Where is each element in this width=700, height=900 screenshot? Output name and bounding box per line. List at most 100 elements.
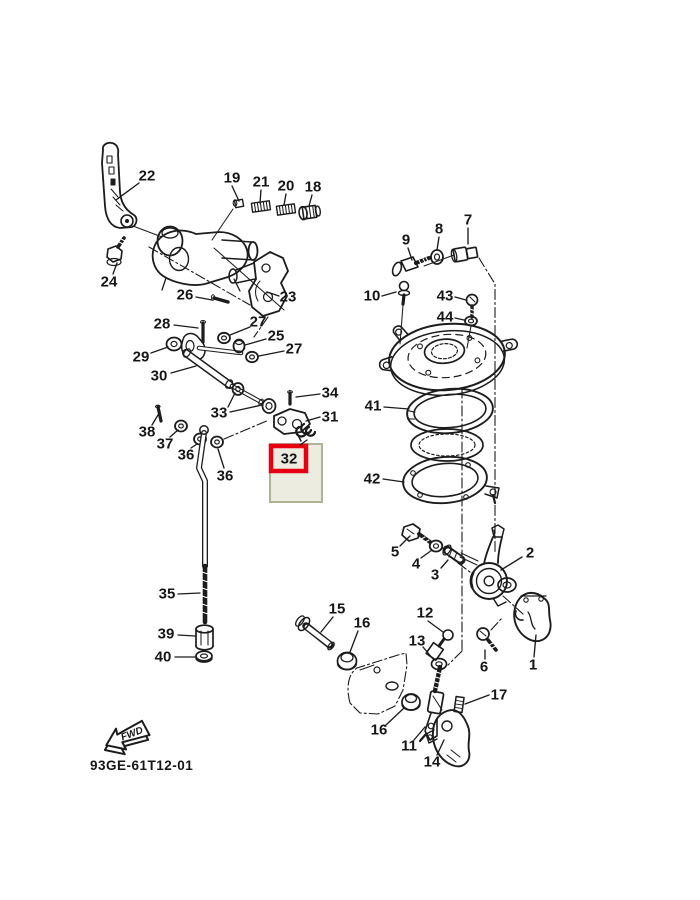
part-label-5[interactable]: 5 xyxy=(391,544,399,561)
part-label-34[interactable]: 34 xyxy=(322,385,339,402)
part-label-38[interactable]: 38 xyxy=(139,424,156,441)
leader-line-35 xyxy=(177,592,201,595)
part-label-39[interactable]: 39 xyxy=(158,626,175,643)
part-label-29[interactable]: 29 xyxy=(133,349,150,366)
part-label-20[interactable]: 20 xyxy=(278,178,295,195)
leader-line-27 xyxy=(229,326,251,336)
part-shape-16b xyxy=(401,693,421,711)
drawing-part-code: 93GE-61T12-01 xyxy=(90,758,193,773)
part-label-26[interactable]: 26 xyxy=(177,287,194,304)
part-label-10[interactable]: 10 xyxy=(364,288,381,305)
part-label-1[interactable]: 1 xyxy=(529,657,537,674)
centerline xyxy=(447,387,463,666)
part-label-28[interactable]: 28 xyxy=(154,316,171,333)
part-label-27[interactable]: 27 xyxy=(286,341,303,358)
part-shape-39 xyxy=(195,624,214,651)
part-label-42[interactable]: 42 xyxy=(364,471,381,488)
part-label-13[interactable]: 13 xyxy=(409,633,426,650)
part-label-36[interactable]: 36 xyxy=(217,468,234,485)
part-label-43[interactable]: 43 xyxy=(437,288,454,305)
fwd-arrow: FWD xyxy=(103,719,151,756)
part-shape-3 xyxy=(442,544,479,573)
leader-line-16 xyxy=(349,630,359,653)
part-label-12[interactable]: 12 xyxy=(417,605,434,622)
part-shape-17 xyxy=(453,695,465,714)
part-label-40[interactable]: 40 xyxy=(155,649,172,666)
part-label-15[interactable]: 15 xyxy=(329,601,346,618)
part-label-8[interactable]: 8 xyxy=(435,221,443,238)
leader-line-43 xyxy=(454,296,467,301)
part-shape-32-spring xyxy=(295,422,317,438)
part-shape-18 xyxy=(298,204,322,221)
part-label-9[interactable]: 9 xyxy=(402,232,410,249)
part-label-22[interactable]: 22 xyxy=(139,168,156,185)
part-shape-24 xyxy=(106,236,126,267)
leader-line-2 xyxy=(500,556,523,571)
leader-line-21 xyxy=(259,189,262,204)
leader-line-33 xyxy=(229,404,263,413)
part-shape-35 xyxy=(196,425,209,625)
diagram-line-art xyxy=(101,141,552,768)
leader-line-34 xyxy=(295,393,321,398)
leader-line-25 xyxy=(244,338,267,346)
leader-line-36 xyxy=(190,443,198,449)
part-label-7[interactable]: 7 xyxy=(464,212,472,229)
part-label-23[interactable]: 23 xyxy=(280,289,297,306)
part-label-30[interactable]: 30 xyxy=(151,368,168,385)
leader-line-10 xyxy=(381,291,397,297)
leader-line-36 xyxy=(217,448,225,469)
part-label-19[interactable]: 19 xyxy=(224,170,241,187)
leader-line-22 xyxy=(115,182,140,201)
part-label-31[interactable]: 31 xyxy=(322,409,339,426)
part-label-21[interactable]: 21 xyxy=(253,174,270,191)
part-label-17[interactable]: 17 xyxy=(491,687,508,704)
part-label-25[interactable]: 25 xyxy=(268,328,285,345)
part-label-16[interactable]: 16 xyxy=(371,722,388,739)
leader-line-42 xyxy=(382,478,405,483)
part-label-32-selected[interactable]: 32 xyxy=(281,451,298,468)
part-label-11[interactable]: 11 xyxy=(401,738,417,755)
part-label-18[interactable]: 18 xyxy=(305,179,322,196)
selected-part-box[interactable] xyxy=(268,443,309,474)
part-shape-40 xyxy=(195,650,213,663)
part-label-6[interactable]: 6 xyxy=(480,659,488,676)
part-shape-11 xyxy=(418,664,445,743)
part-label-16[interactable]: 16 xyxy=(354,615,371,632)
part-label-3[interactable]: 3 xyxy=(431,567,439,584)
linkage-cluster xyxy=(155,320,317,449)
part-label-2[interactable]: 2 xyxy=(526,545,534,562)
leader-line-30 xyxy=(170,365,197,374)
part-label-14[interactable]: 14 xyxy=(424,754,441,771)
part-shape-8 xyxy=(430,249,444,265)
leader-line-19 xyxy=(231,185,240,202)
leader-line-11 xyxy=(413,726,426,741)
part-label-36[interactable]: 36 xyxy=(178,447,195,464)
leader-line-9 xyxy=(407,247,413,261)
leader-line-26 xyxy=(195,296,213,301)
leader-line-37 xyxy=(169,429,179,438)
leader-line-3 xyxy=(440,559,449,569)
leader-line-14 xyxy=(436,739,445,756)
part-shape-1 xyxy=(513,591,552,643)
leader-line-27 xyxy=(258,350,285,357)
leader-line-12 xyxy=(427,620,444,633)
leader-line-4 xyxy=(420,549,433,559)
leader-line-15 xyxy=(320,616,334,633)
part-label-27[interactable]: 27 xyxy=(250,314,267,331)
part-shape-5 xyxy=(401,523,432,544)
part-label-44[interactable]: 44 xyxy=(437,309,454,326)
leader-line-24 xyxy=(112,262,118,275)
part-label-35[interactable]: 35 xyxy=(159,586,176,603)
part-label-33[interactable]: 33 xyxy=(211,405,228,422)
part-label-24[interactable]: 24 xyxy=(101,274,118,291)
part-label-37[interactable]: 37 xyxy=(157,436,174,453)
leader-line-16 xyxy=(385,707,405,726)
leader-line-29 xyxy=(150,346,169,354)
part-shape-20 xyxy=(275,203,297,216)
part-shape-7 xyxy=(450,246,479,263)
leader-line-23 xyxy=(266,291,280,297)
part-label-41[interactable]: 41 xyxy=(365,398,382,415)
part-shape-2 xyxy=(469,524,524,615)
part-label-4[interactable]: 4 xyxy=(412,556,421,573)
